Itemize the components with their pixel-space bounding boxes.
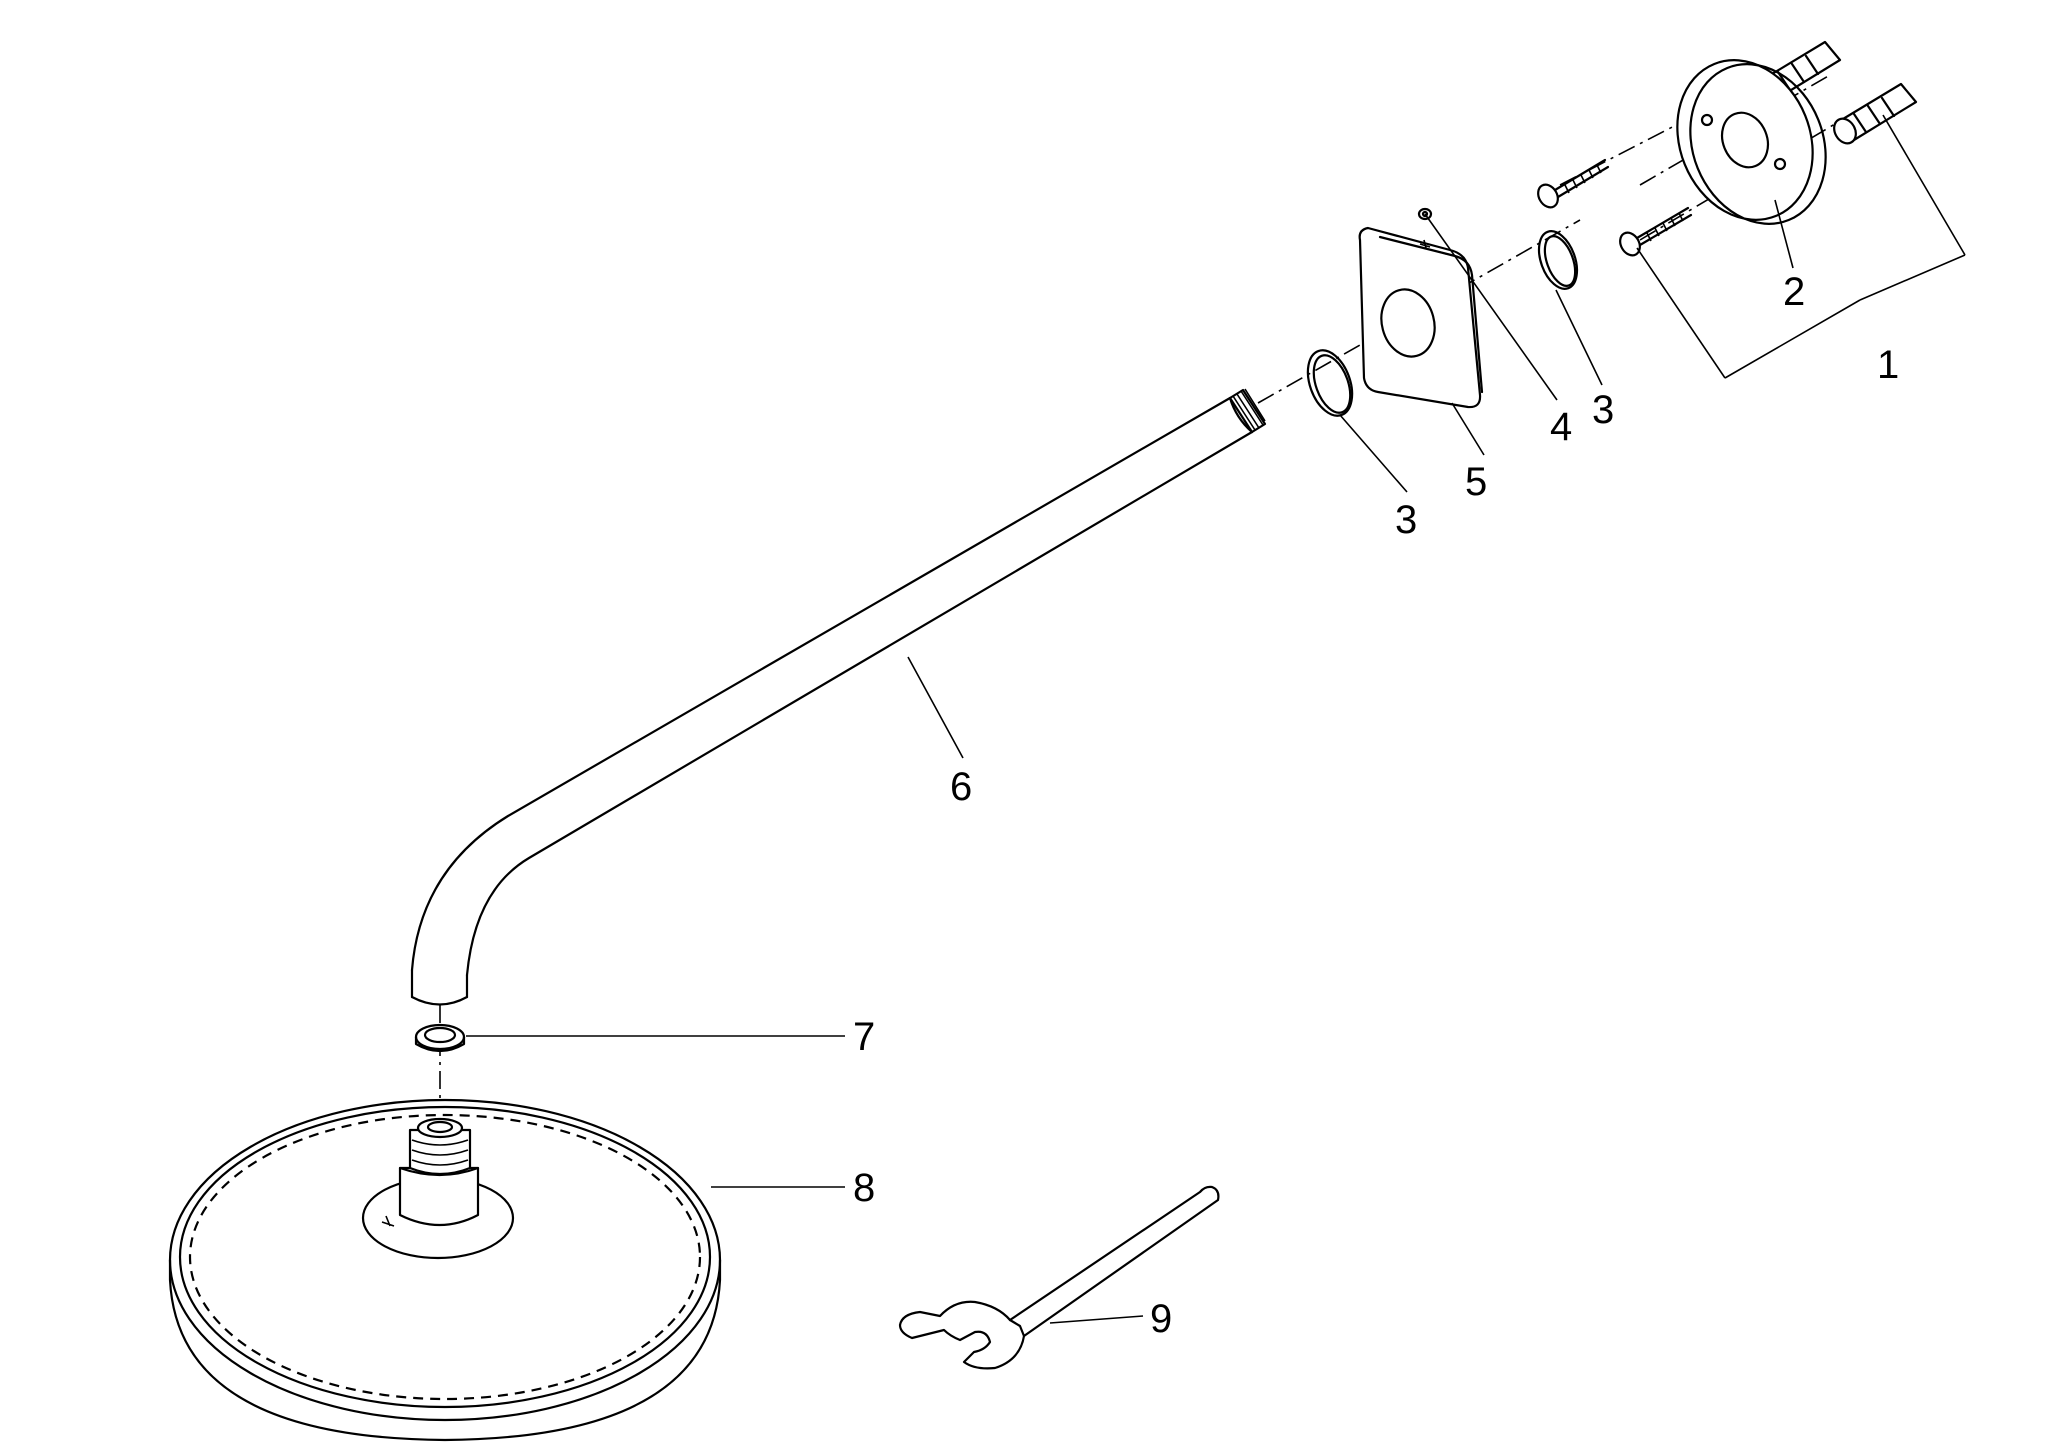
part-6-shower-arm bbox=[410, 388, 1267, 1006]
part-3-o-ring-upper bbox=[1537, 230, 1579, 290]
callout-6: 6 bbox=[950, 765, 972, 809]
part-9-spanner bbox=[898, 1185, 1220, 1370]
callout-3-upper: 3 bbox=[1592, 388, 1614, 432]
part-3-o-ring-lower bbox=[1306, 349, 1354, 417]
leader-lines bbox=[466, 114, 1966, 1324]
callout-labels: 1 2 3 4 5 3 6 7 8 9 bbox=[853, 270, 1899, 1341]
part-8-shower-head bbox=[168, 1098, 722, 1442]
part-7-flow-regulator bbox=[414, 1023, 466, 1053]
callout-4: 4 bbox=[1550, 405, 1572, 449]
callout-2: 2 bbox=[1783, 270, 1805, 314]
screw-lower bbox=[1619, 206, 1693, 257]
screw-upper bbox=[1537, 158, 1610, 209]
callout-7: 7 bbox=[853, 1015, 875, 1059]
callout-3-lower: 3 bbox=[1395, 498, 1417, 542]
part-2-wall-flange bbox=[1676, 59, 1827, 225]
callout-8: 8 bbox=[853, 1166, 875, 1210]
part-5-cover-rosette bbox=[1358, 226, 1484, 409]
wall-plug-lower bbox=[1833, 82, 1918, 145]
callout-1: 1 bbox=[1877, 343, 1899, 387]
callout-9: 9 bbox=[1150, 1297, 1172, 1341]
callout-5: 5 bbox=[1465, 460, 1487, 504]
